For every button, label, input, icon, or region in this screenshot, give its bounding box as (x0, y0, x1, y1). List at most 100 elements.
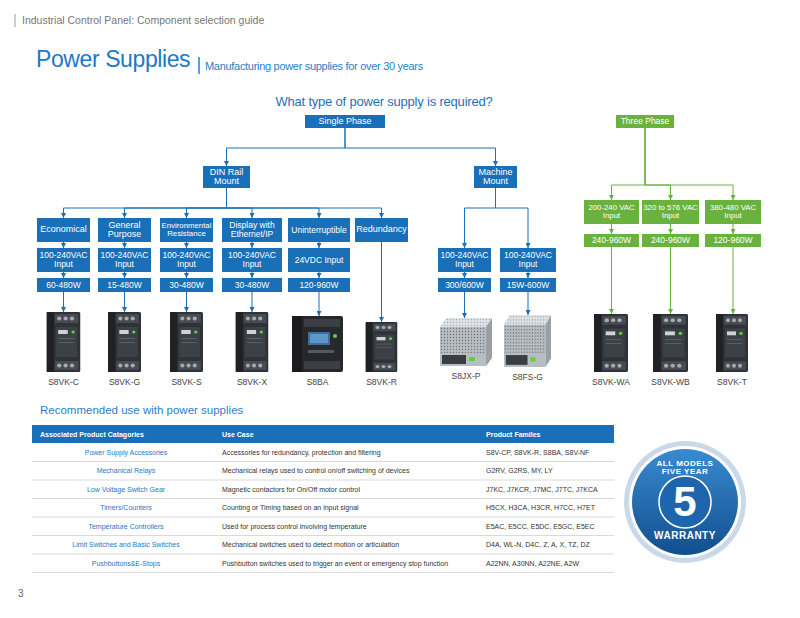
three-phase-box: 380-480 VAC Input (705, 200, 761, 224)
table-cell: Mechanical switches used to detect motio… (222, 536, 478, 555)
product-name: S8VK-C (48, 377, 79, 387)
box-label: 120-960W (713, 236, 752, 245)
box-label: DIN Rail Mount (204, 168, 249, 187)
tree-connector (612, 128, 646, 200)
selection-box: 30-480W (160, 278, 213, 292)
product-name: S8VK-S (171, 377, 201, 387)
tree-connector (124, 292, 125, 312)
table-rule (32, 517, 614, 518)
selection-box: 100-240VAC Input (222, 248, 282, 272)
product-name: S8VK-X (237, 377, 267, 387)
table-cell: H5CX, H3CA, H3CR, H7CC, H7ET (486, 499, 612, 518)
s8vk-s-unit (170, 312, 203, 372)
section-heading: Recommended use with power supplies (40, 402, 300, 418)
table-cell: Power Supply Accessories (32, 443, 220, 462)
s8vk-t-unit (716, 314, 748, 372)
box-label: 300/600W (445, 281, 484, 290)
box-label: 100-240VAC Input (161, 251, 212, 269)
table-cell: D4A, WL-N, D4C, Z, A, X, TZ, DZ (486, 536, 612, 555)
tree-connector (464, 292, 465, 318)
selection-box: 24VDC Input (288, 248, 350, 272)
selection-box: DIN Rail Mount (203, 166, 250, 188)
tree-connector (528, 292, 529, 315)
product-name: S8BA (307, 377, 329, 387)
table-rule (32, 480, 614, 481)
table-cell: Pushbutton switches used to trigger an e… (222, 554, 478, 573)
product-unit: S8VK-T (716, 314, 748, 372)
three-phase-box: 200-240 VAC Input (584, 200, 639, 224)
box-label: Three Phase (621, 117, 670, 126)
product-unit: S8VK-WA (594, 314, 628, 372)
box-label: 30-480W (235, 281, 270, 290)
tree-connector (63, 292, 64, 312)
tree-connector (733, 224, 734, 234)
box-label: 60-480W (46, 281, 81, 290)
box-label: 30-480W (169, 281, 204, 290)
tree-connector (227, 188, 382, 218)
box-label: General Purpose (99, 221, 150, 240)
box-label: 24VDC Input (295, 256, 344, 265)
tree-connector (670, 247, 671, 314)
tree-connector (227, 188, 320, 218)
three-phase-box: 320 to 576 VAC Input (642, 200, 699, 224)
product-unit: S8VK-G (108, 312, 141, 372)
tree-connector (186, 292, 187, 312)
three-phase-box: 240-960W (642, 234, 699, 247)
table-rule (32, 535, 614, 536)
selection-box: 15-480W (98, 278, 151, 292)
table-cell: Used for process control involving tempe… (222, 517, 478, 536)
box-label: 15W-600W (507, 281, 549, 290)
page-title: Power Supplies (36, 46, 190, 73)
table-rule (32, 554, 614, 555)
three-phase-box: 240-960W (584, 234, 639, 247)
header-bar (15, 14, 16, 27)
product-unit: S8BA (292, 316, 343, 372)
box-label: Environmental Resistance (161, 222, 212, 238)
box-label: 100-240VAC Input (501, 251, 555, 269)
box-label: 320 to 576 VAC Input (643, 204, 698, 220)
tree-connector (670, 224, 671, 234)
product-name: S8VK-T (717, 377, 747, 387)
selection-box: Economical (37, 218, 90, 242)
product-name: S8FS-G (512, 372, 543, 382)
tree-connector (227, 128, 346, 166)
table-header: Use Case (222, 425, 478, 443)
product-unit: S8VK-X (236, 312, 269, 372)
box-label: 100-240VAC Input (223, 251, 281, 269)
selection-box: 60-480W (37, 278, 90, 292)
title-bar (198, 57, 200, 74)
product-name: S8VK-WB (651, 377, 689, 387)
product-unit: S8FS-G (504, 315, 551, 367)
s8vk-g-unit (108, 312, 141, 372)
three-phase-box: Three Phase (616, 115, 674, 128)
tree-connector (252, 292, 253, 312)
tree-connector (611, 247, 612, 314)
header-text: Industrial Control Panel: Component sele… (22, 13, 322, 27)
box-label: Machine Mount (475, 168, 516, 187)
box-label: 15-480W (107, 281, 142, 290)
s8vk-x-unit (236, 312, 269, 372)
table-rule (32, 461, 614, 462)
selection-box: Uninterruptible (288, 218, 350, 242)
page-number: 3 (18, 586, 38, 600)
tree-connector (227, 188, 253, 218)
product-name: S8VK-R (366, 377, 397, 387)
selection-box: General Purpose (98, 218, 151, 242)
selection-box: 100-240VAC Input (37, 248, 90, 272)
table-rule (32, 498, 614, 499)
tree-connector (381, 242, 382, 322)
selection-box: 30-480W (222, 278, 282, 292)
box-label: 240-960W (651, 236, 690, 245)
box-label: 100-240VAC Input (38, 251, 89, 269)
product-unit: S8VK-WB (653, 314, 688, 372)
product-unit: S8VK-S (170, 312, 203, 372)
warranty-badge: ALL MODELS FIVE YEAR5WARRANTY (623, 440, 747, 564)
table-cell: Accessories for redundancy, protection a… (222, 443, 478, 462)
badge-ring (624, 441, 746, 563)
table-cell: Mechanical Relays (32, 462, 220, 481)
table-header: Associated Product Catagories (40, 425, 228, 443)
s8jx-p-unit (440, 318, 492, 366)
table-header: Product Familes (486, 425, 612, 443)
tree-connector (125, 188, 227, 218)
